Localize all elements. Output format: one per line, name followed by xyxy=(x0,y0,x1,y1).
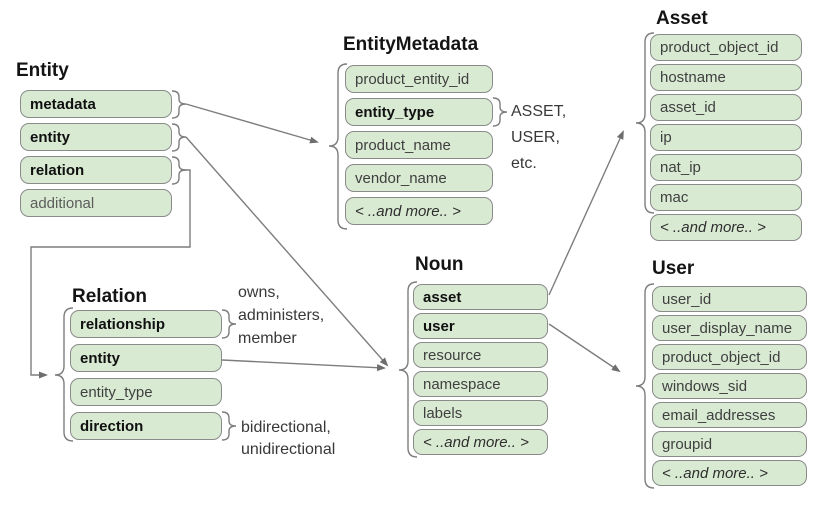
annotation-line: owns, xyxy=(238,284,280,301)
asset-row-and-more: < ..and more.. > xyxy=(650,214,802,241)
entity-box-title: Entity xyxy=(16,60,69,81)
user-row-groupid: groupid xyxy=(652,431,807,457)
entitymetadata-rows: product_entity_id entity_type product_na… xyxy=(345,65,493,225)
entity-row-additional: additional xyxy=(20,189,172,217)
noun-box: Noun asset user resource namespace label… xyxy=(413,254,548,455)
noun-row-namespace: namespace xyxy=(413,371,548,397)
noun-row-user: user xyxy=(413,313,548,339)
annotation-line: bidirectional, xyxy=(241,419,331,436)
direction-values-annotation: bidirectional, unidirectional xyxy=(241,417,335,461)
user-row-product-object-id: product_object_id xyxy=(652,344,807,370)
asset-rows: product_object_id hostname asset_id ip n… xyxy=(650,34,802,241)
user-row-email-addresses: email_addresses xyxy=(652,402,807,428)
asset-row-mac: mac xyxy=(650,184,802,211)
asset-row-asset-id: asset_id xyxy=(650,94,802,121)
entitymetadata-box-title: EntityMetadata xyxy=(343,34,479,55)
entitymetadata-row-entity-type: entity_type xyxy=(345,98,493,126)
user-box: User user_id user_display_name product_o… xyxy=(652,258,807,486)
annotation-line: USER, xyxy=(511,129,560,146)
arrow-noun-user-to-user xyxy=(548,323,621,373)
relation-box: Relation relationship entity entity_type… xyxy=(70,286,222,440)
annotation-line: ASSET, xyxy=(511,103,567,120)
user-row-and-more: < ..and more.. > xyxy=(652,460,807,486)
asset-box-title: Asset xyxy=(656,8,708,29)
user-box-title: User xyxy=(652,258,695,279)
user-rows: user_id user_display_name product_object… xyxy=(652,286,807,486)
user-row-user-id: user_id xyxy=(652,286,807,312)
user-row-user-display-name: user_display_name xyxy=(652,315,807,341)
noun-box-title: Noun xyxy=(415,254,464,275)
relation-row-direction: direction xyxy=(70,412,222,440)
relation-row-entity: entity xyxy=(70,344,222,372)
relation-row-brace xyxy=(171,156,187,185)
direction-row-brace xyxy=(221,411,237,441)
entity-type-row-brace xyxy=(492,97,508,127)
noun-row-resource: resource xyxy=(413,342,548,368)
metadata-row-brace xyxy=(171,90,187,119)
entity-rows: metadata entity relation additional xyxy=(20,90,172,217)
relationship-values-annotation: owns, administers, member xyxy=(238,281,324,350)
user-row-windows-sid: windows_sid xyxy=(652,373,807,399)
entitymetadata-row-vendor-name: vendor_name xyxy=(345,164,493,192)
noun-row-asset: asset xyxy=(413,284,548,310)
entity-row-metadata: metadata xyxy=(20,90,172,118)
annotation-line: administers, xyxy=(238,307,325,324)
relation-box-title: Relation xyxy=(72,286,147,307)
asset-row-hostname: hostname xyxy=(650,64,802,91)
entitymetadata-row-and-more: < ..and more.. > xyxy=(345,197,493,225)
asset-row-product-object-id: product_object_id xyxy=(650,34,802,61)
arrow-relation-entity-to-noun xyxy=(221,359,386,372)
entity-row-brace xyxy=(171,123,187,152)
entitymetadata-box: EntityMetadata product_entity_id entity_… xyxy=(343,34,493,225)
annotation-line: member xyxy=(238,330,297,347)
relation-row-relationship: relationship xyxy=(70,310,222,338)
entity-row-relation: relation xyxy=(20,156,172,184)
relationship-row-brace xyxy=(221,309,237,339)
asset-row-nat-ip: nat_ip xyxy=(650,154,802,181)
noun-row-labels: labels xyxy=(413,400,548,426)
noun-rows: asset user resource namespace labels < .… xyxy=(413,284,548,455)
asset-box: Asset product_object_id hostname asset_i… xyxy=(650,8,802,241)
entity-row-entity: entity xyxy=(20,123,172,151)
entitymetadata-row-product-entity-id: product_entity_id xyxy=(345,65,493,93)
relation-row-entity-type: entity_type xyxy=(70,378,222,406)
annotation-line: unidirectional xyxy=(241,441,336,458)
noun-row-and-more: < ..and more.. > xyxy=(413,429,548,455)
entity-type-values-annotation: ASSET, USER, etc. xyxy=(511,99,566,177)
relation-rows: relationship entity entity_type directio… xyxy=(70,310,222,440)
entitymetadata-row-product-name: product_name xyxy=(345,131,493,159)
asset-row-ip: ip xyxy=(650,124,802,151)
entity-box: Entity metadata entity relation addition… xyxy=(16,60,172,217)
arrow-metadata-to-entitymetadata xyxy=(185,103,319,144)
annotation-line: etc. xyxy=(511,155,537,172)
